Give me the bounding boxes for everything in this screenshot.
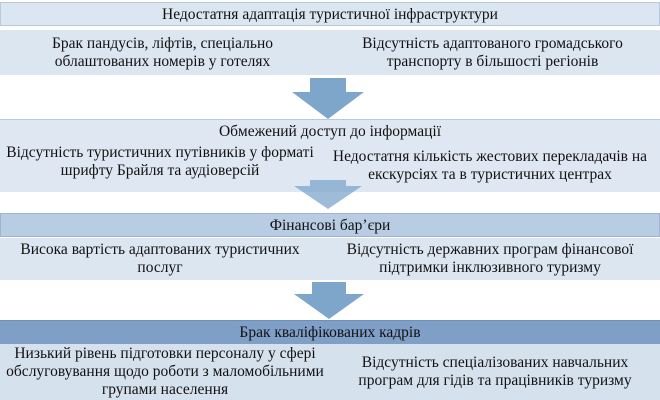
section-4-header: Брак кваліфікованих кадрів (0, 320, 660, 344)
section-4-right-item: Відсутність спеціалізованих навчальних п… (358, 354, 632, 389)
down-arrow-icon (294, 180, 362, 209)
section-1-details: Брак пандусів, ліфтів, спеціально облашт… (0, 30, 660, 75)
section-3-left-item: Висока вартість адаптованих туристичних … (20, 241, 300, 276)
section-1-left-item: Брак пандусів, ліфтів, спеціально облашт… (51, 34, 274, 70)
section-3-right-item: Відсутність державних програм фінансової… (346, 241, 634, 276)
section-3-header: Фінансові бар’єри (0, 213, 660, 237)
section-1-header: Недостатня адаптація туристичної інфраст… (0, 2, 660, 26)
section-2-right-item: Недостатня кількість жестових перекладач… (332, 148, 648, 183)
section-4-left-item: Низький рівень підготовки персоналу у сф… (6, 345, 324, 398)
section-2-left-item: Відсутність туристичних путівників у фор… (6, 144, 314, 179)
section-2-details: Відсутність туристичних путівників у фор… (0, 140, 660, 192)
section-1-right-item: Відсутність адаптованого громадського тр… (362, 34, 623, 70)
section-2-header: Обмежений доступ до інформації (0, 119, 660, 143)
down-arrow-icon (292, 78, 364, 119)
down-arrow-icon (294, 282, 364, 319)
section-4-details: Низький рівень підготовки персоналу у сф… (0, 344, 660, 400)
section-3-details: Висока вартість адаптованих туристичних … (0, 238, 660, 280)
